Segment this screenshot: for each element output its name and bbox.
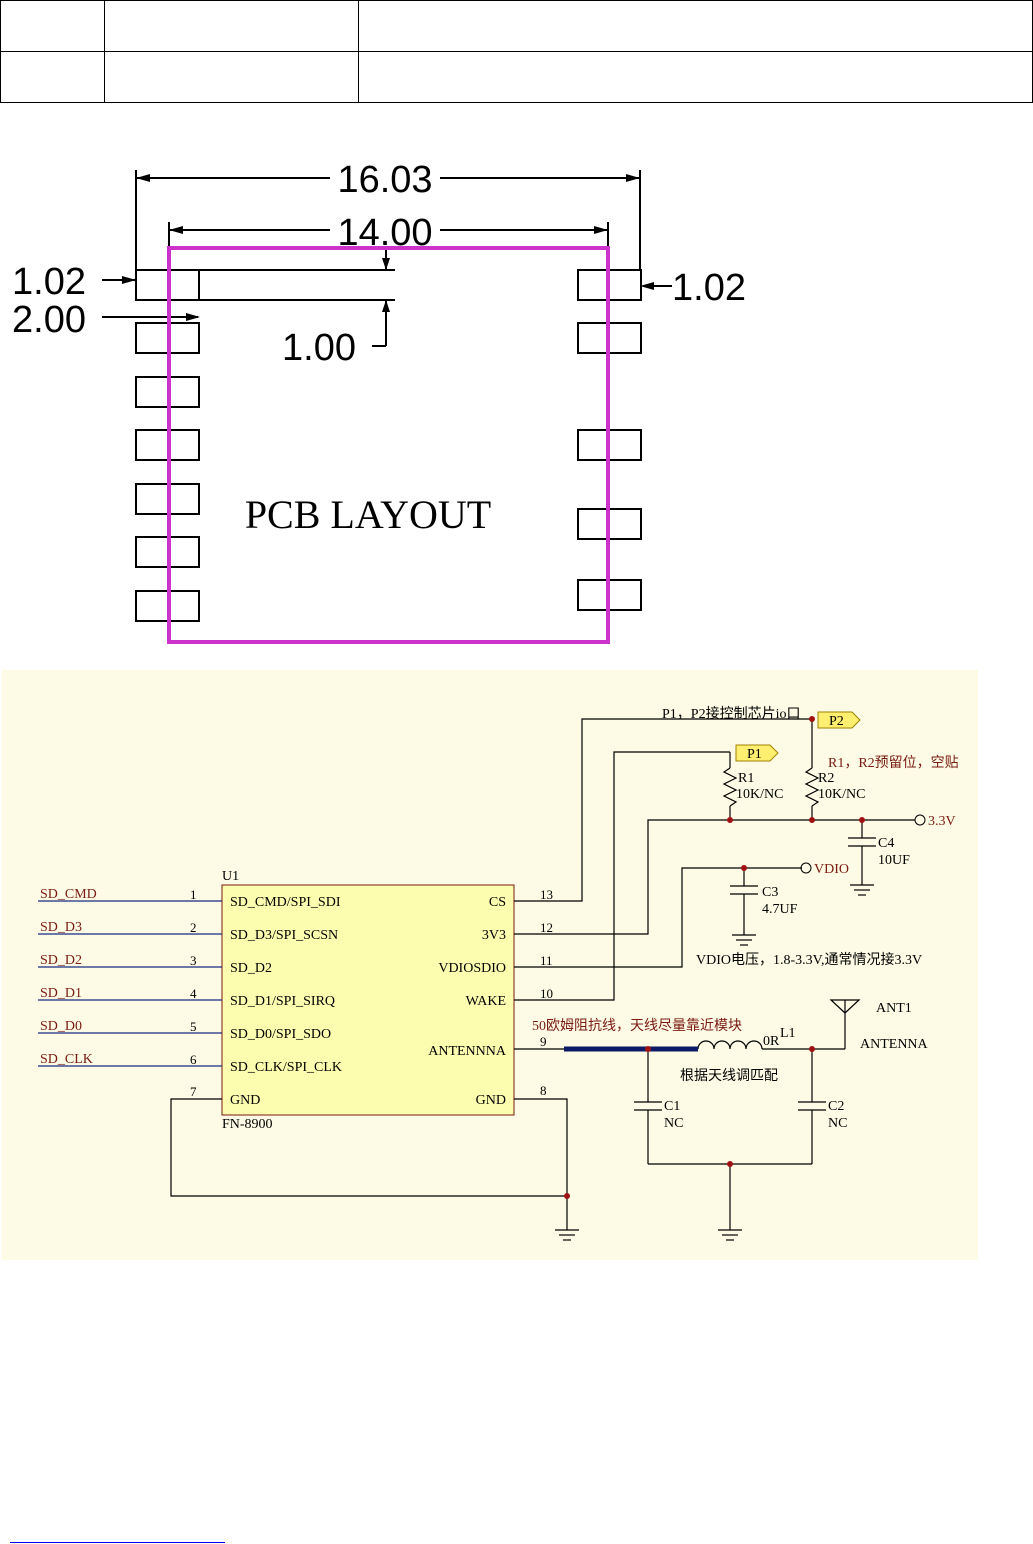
pcb-pads bbox=[135, 269, 642, 622]
net-label: SD_D3 bbox=[40, 920, 82, 935]
pin-number: 1 bbox=[190, 887, 197, 902]
pin-number: 8 bbox=[540, 1083, 547, 1098]
table-cell bbox=[0, 0, 105, 52]
pin-number: 6 bbox=[190, 1052, 197, 1067]
table-cell bbox=[358, 0, 1033, 52]
pin-name: SD_CLK/SPI_CLK bbox=[230, 1060, 342, 1075]
l1-value: 0R bbox=[763, 1034, 780, 1049]
table-cell bbox=[358, 51, 1033, 103]
pin-name: SD_D2 bbox=[230, 961, 272, 976]
pin-name: CS bbox=[489, 895, 506, 910]
pin-number: 4 bbox=[190, 986, 197, 1001]
port-vdio: VDIO bbox=[814, 862, 849, 877]
pin-number: 2 bbox=[190, 920, 197, 935]
c3-ref: C3 bbox=[762, 885, 778, 900]
module-outline bbox=[167, 246, 610, 644]
c4-ref: C4 bbox=[878, 836, 894, 851]
table-cell bbox=[0, 51, 105, 103]
c1-ref: C1 bbox=[664, 1099, 680, 1114]
c1-value: NC bbox=[664, 1116, 683, 1131]
antenna-label: ANTENNA bbox=[860, 1037, 929, 1052]
c2-ref: C2 bbox=[828, 1099, 844, 1114]
dim-inner-width: 14.00 bbox=[337, 212, 432, 254]
port-p2 bbox=[817, 711, 861, 729]
pin-name: VDIOSDIO bbox=[438, 961, 506, 976]
pin-name: WAKE bbox=[466, 994, 506, 1009]
port-p2-label: P2 bbox=[829, 714, 844, 729]
pin-name: SD_CMD/SPI_SDI bbox=[230, 895, 341, 910]
pin-number: 7 bbox=[190, 1084, 197, 1099]
footer-link[interactable] bbox=[10, 1528, 225, 1543]
dim-overall-width: 16.03 bbox=[337, 159, 432, 201]
net-label: SD_D2 bbox=[40, 953, 82, 968]
note-matching: 根据天线调匹配 bbox=[680, 1068, 778, 1084]
net-label: SD_CLK bbox=[40, 1052, 93, 1067]
pin-name: ANTENNNA bbox=[428, 1044, 507, 1059]
pin-name: SD_D0/SPI_SDO bbox=[230, 1027, 331, 1042]
ic-part-number: FN-8900 bbox=[222, 1117, 273, 1132]
pin-name: GND bbox=[230, 1093, 260, 1108]
pin-number: 11 bbox=[540, 953, 553, 968]
ic-designator: U1 bbox=[222, 869, 239, 884]
net-label: SD_CMD bbox=[40, 887, 97, 902]
schematic-diagram: U1 FN-8900 1 2 3 4 5 6 7 SD_CMD/SPI_SDI … bbox=[2, 670, 978, 1260]
pcb-layout-drawing: 16.03 14.00 1.02 2.00 1.02 1.00 PCB LAYO… bbox=[12, 159, 746, 644]
pin-number: 5 bbox=[190, 1019, 197, 1034]
pin-number: 13 bbox=[540, 887, 553, 902]
pin-number: 3 bbox=[190, 953, 197, 968]
r2-value: 10K/NC bbox=[818, 787, 865, 802]
note-p-io: P1，P2接控制芯片io口 bbox=[662, 705, 800, 722]
dim-pad-width-right: 1.02 bbox=[672, 267, 746, 309]
pin-name: 3V3 bbox=[482, 928, 506, 943]
c4-value: 10UF bbox=[878, 853, 910, 868]
header-table bbox=[0, 0, 1033, 103]
pin-number: 9 bbox=[540, 1034, 547, 1049]
ic-u1-body bbox=[221, 884, 515, 1116]
note-vdio: VDIO电压，1.8-3.3V,通常情况接3.3V bbox=[696, 951, 922, 968]
r1-value: 10K/NC bbox=[736, 787, 783, 802]
pcb-title: PCB LAYOUT bbox=[245, 492, 491, 537]
r2-ref: R2 bbox=[818, 771, 834, 786]
dim-pad-pitch: 2.00 bbox=[12, 299, 86, 341]
note-r-reserved: R1，R2预留位，空贴 bbox=[828, 755, 959, 771]
r1-ref: R1 bbox=[738, 771, 754, 786]
pin-number: 10 bbox=[540, 986, 553, 1001]
table-row bbox=[0, 51, 1033, 103]
l1-ref: L1 bbox=[780, 1026, 796, 1041]
port-p1-label: P1 bbox=[747, 747, 762, 762]
note-impedance: 50欧姆阻抗线，天线尽量靠近模块 bbox=[532, 1018, 742, 1034]
net-label: SD_D0 bbox=[40, 1019, 82, 1034]
net-label: SD_D1 bbox=[40, 986, 82, 1001]
dim-pad-width-left: 1.02 bbox=[12, 261, 86, 303]
ant1-ref: ANT1 bbox=[876, 1001, 912, 1016]
table-cell bbox=[104, 0, 359, 52]
pin-name: SD_D3/SPI_SCSN bbox=[230, 928, 338, 943]
c2-value: NC bbox=[828, 1116, 847, 1131]
pin-name: GND bbox=[476, 1093, 506, 1108]
table-row bbox=[0, 0, 1033, 52]
c3-value: 4.7UF bbox=[762, 902, 798, 917]
pin-number: 12 bbox=[540, 920, 553, 935]
port-p1 bbox=[735, 744, 779, 762]
pin-name: SD_D1/SPI_SIRQ bbox=[230, 994, 335, 1009]
table-cell bbox=[104, 51, 359, 103]
dim-pad-gap: 1.00 bbox=[282, 327, 356, 369]
port-3v3: 3.3V bbox=[928, 814, 956, 829]
